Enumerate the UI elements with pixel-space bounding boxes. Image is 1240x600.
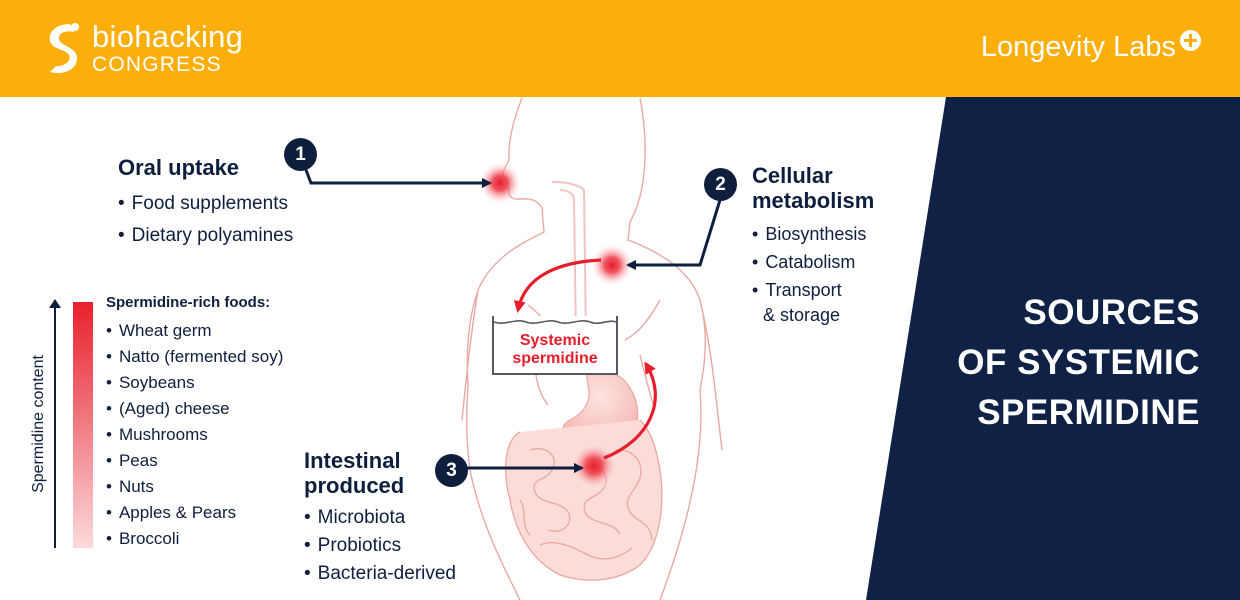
list-item: Catabolism (752, 248, 866, 276)
list-item: Nuts (106, 474, 283, 500)
gut-glow (570, 442, 618, 490)
oral-arrow (304, 169, 492, 188)
cell-to-pool-arrow (513, 258, 602, 313)
headline-line: SOURCES (1023, 293, 1200, 332)
cellular-arrow (626, 199, 722, 270)
list-item: Dietary polyamines (118, 220, 294, 252)
step-2-badge: 2 (704, 168, 737, 201)
list-item: Biosynthesis (752, 220, 866, 248)
spermidine-content-axis-label: Spermidine content (30, 355, 47, 493)
list-item: Bacteria-derived (304, 560, 456, 588)
list-item: Apples & Pears (106, 500, 283, 526)
foods-list: Wheat germ Natto (fermented soy) Soybean… (106, 318, 283, 552)
intestinal-produced-list: Microbiota Probiotics Bacteria-derived (304, 504, 456, 588)
header-bar: biohacking CONGRESS Longevity Labs (0, 0, 1240, 97)
list-item: & storage (763, 305, 841, 325)
list-item: Broccoli (106, 526, 283, 552)
intestines (505, 419, 663, 581)
headline: SOURCES OF SYSTEMIC SPERMIDINE (880, 288, 1200, 438)
body-silhouette (461, 97, 723, 600)
step-3-badge: 3 (435, 454, 468, 487)
list-item: (Aged) cheese (106, 396, 283, 422)
systemic-spermidine-label: Systemic spermidine (512, 332, 598, 367)
oral-uptake-list: Food supplements Dietary polyamines (118, 188, 294, 252)
brand-name: biohacking (92, 19, 244, 54)
oral-uptake-title: Oral uptake (118, 155, 240, 180)
longevity-labs-logo[interactable]: Longevity Labs (980, 31, 1176, 63)
foods-title: Spermidine-rich foods: (106, 294, 271, 311)
list-item: Natto (fermented soy) (106, 344, 283, 370)
brand-subtitle: CONGRESS (92, 53, 222, 76)
cellular-metabolism-list: Biosynthesis Catabolism Transport & stor… (752, 220, 866, 326)
gut-to-pool-arrow (603, 361, 657, 460)
headline-line: OF SYSTEMIC (957, 343, 1200, 382)
plus-circle-icon (1180, 30, 1201, 51)
headline-line: SPERMIDINE (977, 393, 1200, 432)
list-item: Transport (752, 276, 866, 304)
cellular-metabolism-title: Cellular metabolism (752, 163, 875, 213)
list-item: Food supplements (118, 188, 293, 220)
list-item: Soybeans (106, 370, 283, 396)
list-item: Microbiota (304, 504, 456, 532)
list-item: Peas (106, 448, 283, 474)
biohacking-logo-icon (49, 23, 79, 74)
spermidine-gradient-bar (73, 302, 93, 548)
axis-arrow-icon (49, 299, 61, 308)
spermidine-pool (492, 316, 618, 375)
esophagus (551, 181, 587, 341)
intestinal-produced-title: Intestinal produced (304, 448, 405, 498)
cell-glow (590, 243, 634, 287)
content-axis (54, 307, 56, 548)
step-1-badge: 1 (284, 138, 317, 171)
list-item: Mushrooms (106, 422, 283, 448)
list-item: Wheat germ (106, 318, 283, 344)
mouth-glow (478, 161, 522, 205)
list-item: Probiotics (304, 532, 456, 560)
